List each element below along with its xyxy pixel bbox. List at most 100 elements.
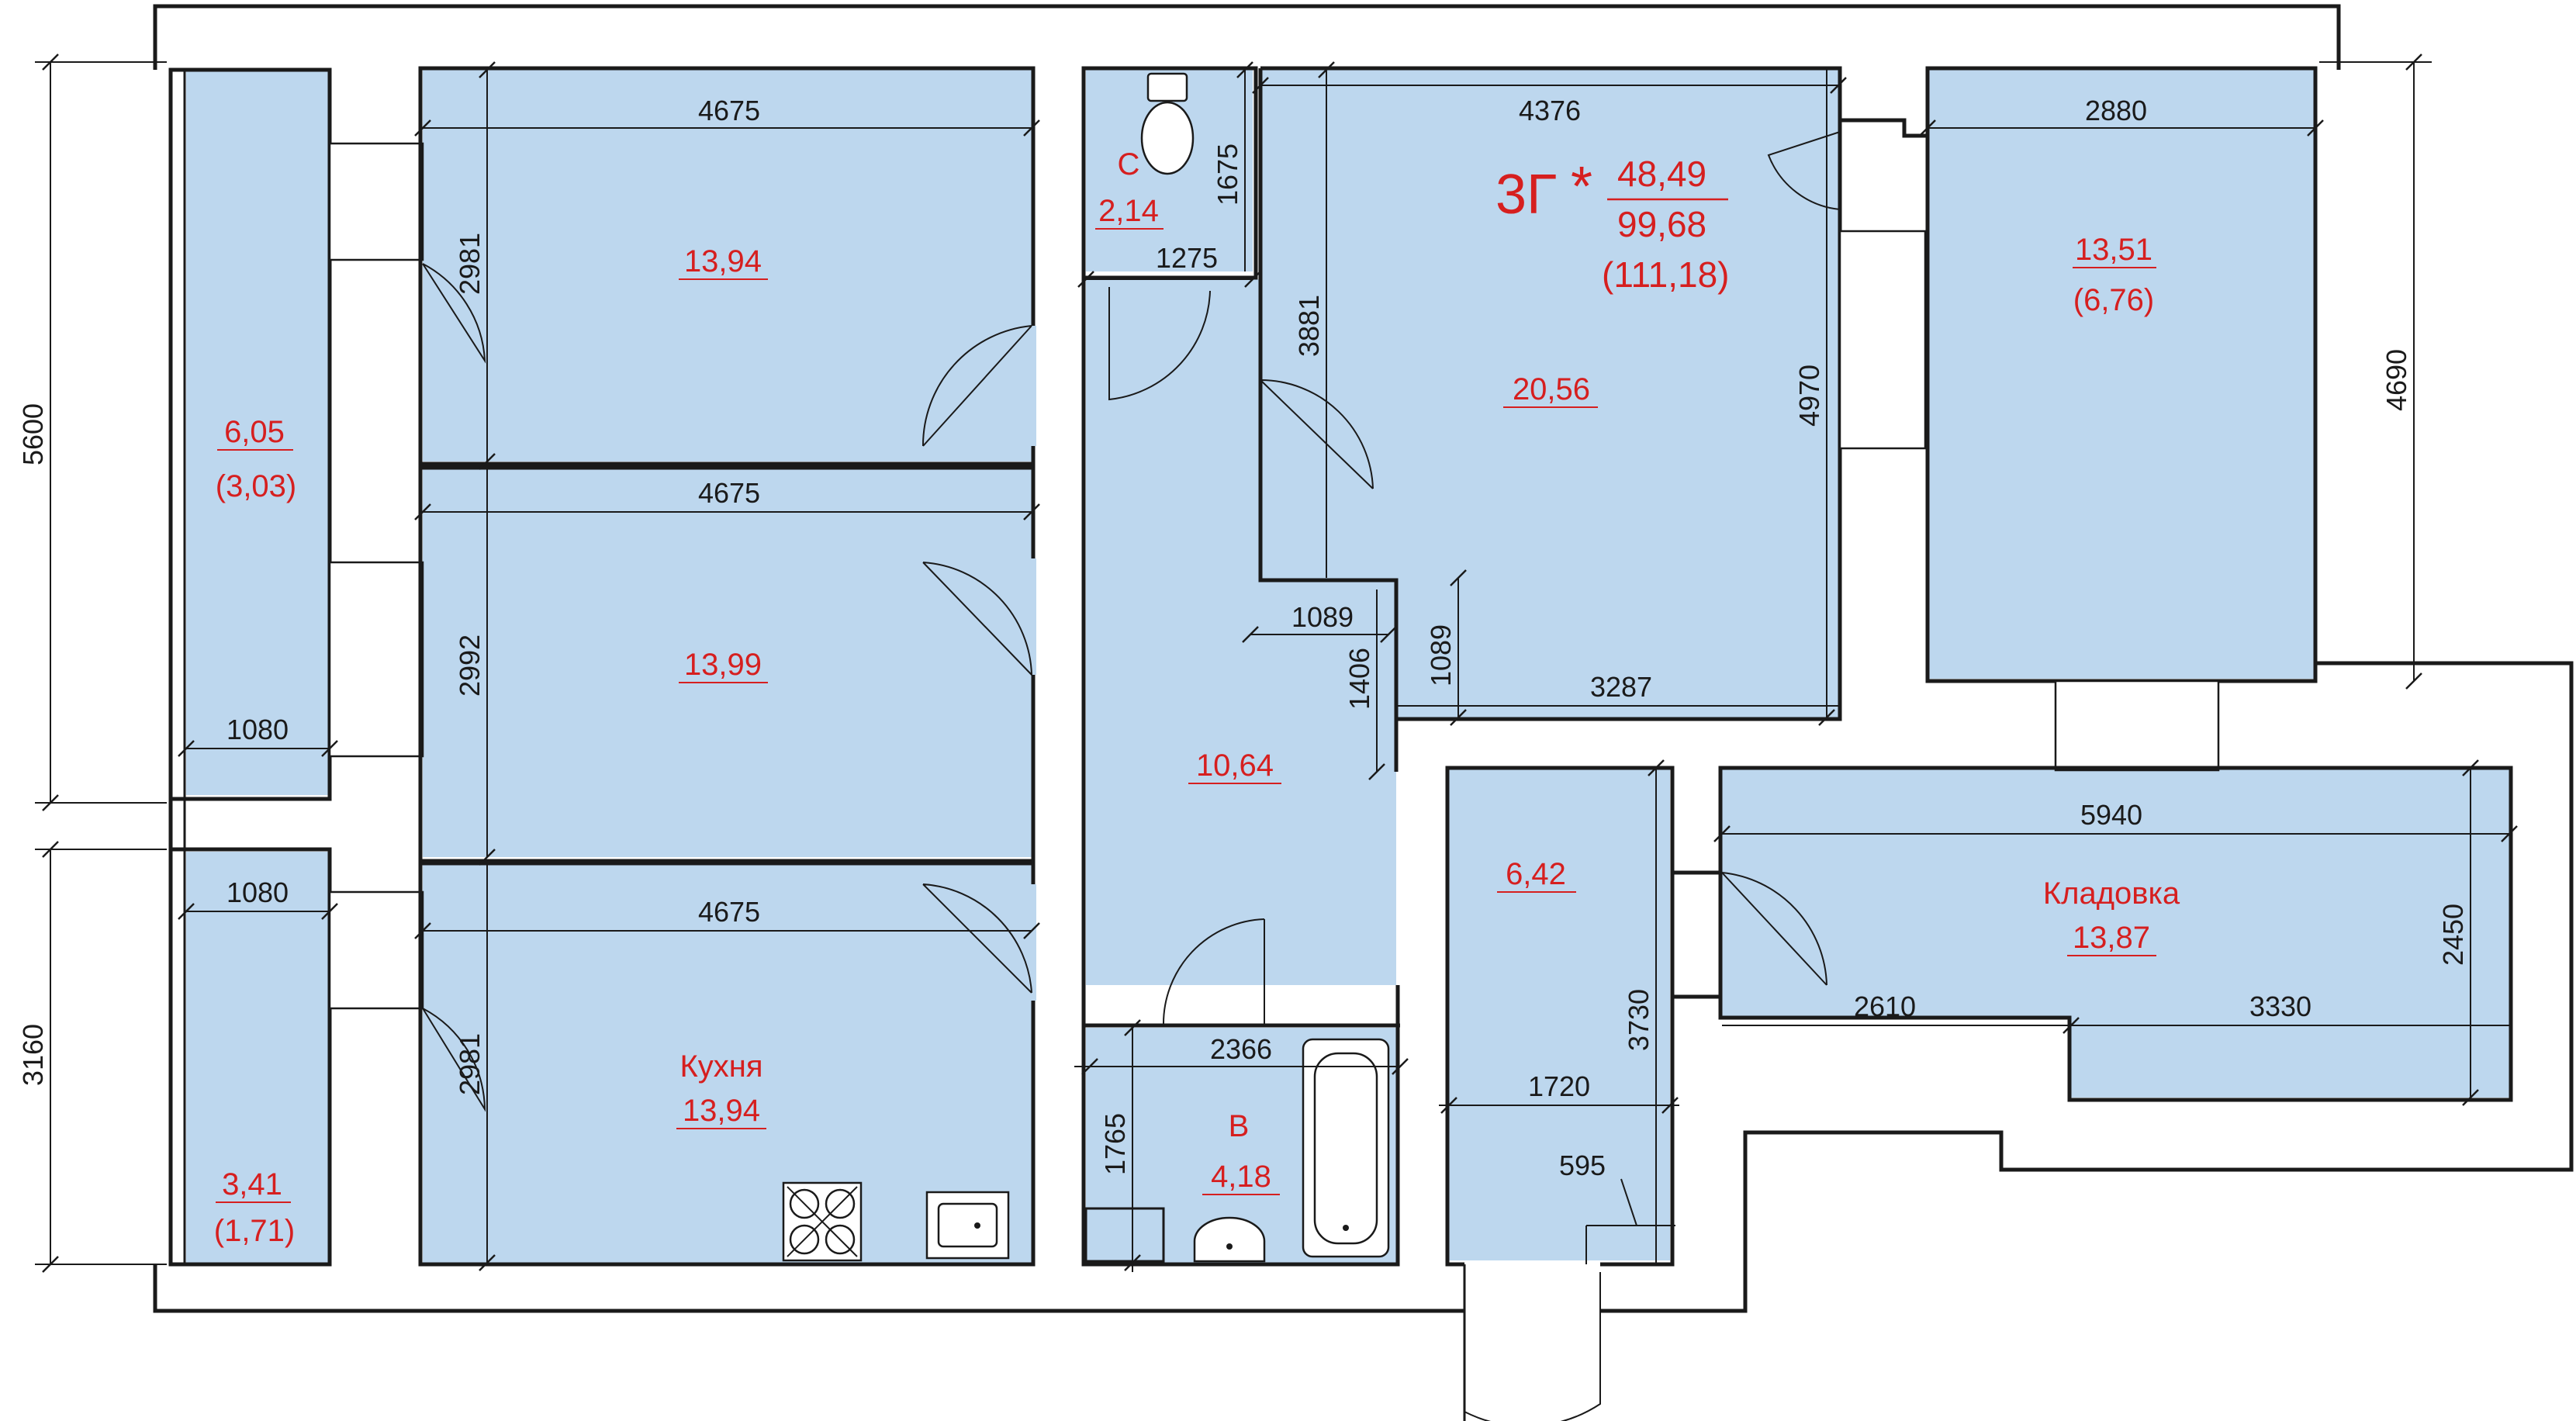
dim-living-width: 4376 (1519, 95, 1581, 126)
dim-left-total-top: 5600 (17, 403, 49, 465)
area-bath: 4,18 (1211, 1160, 1271, 1194)
apartment-living-area: 48,49 (1617, 154, 1706, 194)
wall-living-bedroom-top (1840, 118, 1928, 138)
area-balcony-top: 6,05 (224, 415, 285, 449)
door-gap-room1 (1029, 326, 1036, 446)
hall-fill (1086, 279, 1396, 985)
room1-fill (423, 70, 1032, 462)
washer-icon (1084, 1207, 1165, 1263)
sink-icon (1193, 1216, 1266, 1263)
apartment-total-with-balconies: (111,18) (1602, 254, 1730, 295)
dim-room2-height: 2992 (454, 634, 486, 697)
toilet-outline (1081, 66, 1258, 280)
dim-kitchen-height: 2981 (454, 1033, 486, 1095)
area-bedroom-right: 13,51 (2075, 233, 2152, 267)
dim-room1-width: 4675 (698, 95, 760, 126)
door-swing-toilet (1108, 287, 1211, 401)
door-swing-storage (1721, 872, 1827, 986)
storage-outline (1718, 766, 2513, 1102)
room2-fill (423, 469, 1032, 857)
dim-corridor-height: 3730 (1623, 989, 1655, 1051)
dim-storage-height: 2450 (2437, 904, 2469, 966)
balcony-top-fill (186, 70, 330, 795)
door-swing-kitchen-balcony (422, 1008, 486, 1112)
dimension-lines (35, 54, 2518, 1273)
dim-living-left-height: 3881 (1293, 295, 1325, 357)
area-balcony-bottom: 3,41 (222, 1167, 282, 1201)
kitchen-outline (418, 861, 1036, 1267)
dim-bedroom-width: 2880 (2085, 95, 2147, 126)
dim-toilet-width: 1275 (1156, 242, 1218, 274)
door-swing-room1 (921, 325, 1032, 447)
area-living: 20,56 (1513, 372, 1590, 406)
toilet-name: С (1118, 147, 1140, 182)
room1-outline (418, 66, 1036, 466)
balcony-bottom-outline (168, 847, 332, 1267)
area-balcony-top-sub: (3,03) (216, 469, 297, 503)
door-swing-entry (1464, 1272, 1601, 1421)
door-gap-room2 (1029, 558, 1036, 675)
bathtub-icon (1302, 1038, 1390, 1258)
entry-door-gap (1464, 1260, 1600, 1270)
dim-toilet-height: 1675 (1212, 143, 1243, 206)
window-left-1 (328, 142, 424, 261)
area-labels: 13,94 13,99 Кухня 13,94 6,05 (3,03) 3,41… (214, 147, 2180, 1248)
door-swing-living (1260, 379, 1374, 489)
door-swings (422, 131, 1841, 1421)
kitchen-sink-icon (925, 1191, 1010, 1260)
window-left-2 (328, 561, 424, 758)
dim-storage-bottom-left: 2610 (1854, 991, 1916, 1022)
dim-corridor-width: 1720 (1528, 1070, 1590, 1102)
dim-bath-width: 2366 (1210, 1033, 1272, 1065)
dim-kitchen-width: 4675 (698, 896, 760, 928)
door-swing-bedroom (1767, 131, 1841, 210)
area-kitchen: 13,94 (683, 1094, 760, 1128)
apartment-title: 3Г * 48,49 99,68 (111,18) (1495, 154, 1730, 295)
dim-living-notch-height: 1089 (1425, 624, 1457, 686)
storage-fill (1722, 769, 2509, 1098)
balcony-bottom-fill (186, 852, 330, 1263)
dim-storage-width: 5940 (2080, 799, 2142, 831)
stove-icon (782, 1181, 863, 1262)
walls (153, 4, 2574, 1421)
door-swing-room2 (922, 562, 1032, 676)
dim-balcony-top-width: 1080 (226, 714, 289, 745)
outer-wall-top (153, 4, 2341, 70)
area-room2: 13,99 (684, 648, 762, 682)
area-storage: 13,87 (2073, 921, 2150, 955)
dim-room2-width: 4675 (698, 477, 760, 509)
area-toilet: 2,14 (1098, 194, 1159, 228)
area-corridor: 6,42 (1506, 857, 1566, 891)
window-left-3 (328, 890, 424, 1010)
dim-corridor-small: 595 (1559, 1150, 1606, 1181)
dim-storage-bottom-right: 3330 (2249, 991, 2311, 1022)
door-swing-kitchen (922, 883, 1032, 994)
bath-name: В (1229, 1109, 1250, 1143)
dim-hall-notch-height: 1406 (1343, 648, 1375, 710)
area-bedroom-right-sub: (6,76) (2073, 283, 2155, 317)
dim-living-notch-width: 1089 (1291, 601, 1354, 633)
dimension-labels: 5600 3160 4690 4675 2981 4675 2992 4675 … (17, 95, 2469, 1181)
apartment-marker: * (1571, 156, 1592, 218)
living-fill (1260, 70, 1838, 717)
area-hall: 10,64 (1196, 749, 1274, 783)
door-swing-balcony-top (422, 263, 486, 364)
apartment-code: 3Г (1495, 164, 1557, 226)
dim-living-bottom-width: 3287 (1590, 671, 1652, 703)
dim-living-height: 4970 (1793, 365, 1825, 427)
room-fills (186, 70, 2509, 1263)
dim-right-total: 4690 (2381, 349, 2412, 411)
door-swing-bath (1162, 918, 1265, 1026)
balcony-top-outline (168, 67, 332, 801)
outer-wall-bottom-right (1600, 661, 2574, 1313)
window-living-bedroom (1838, 230, 1927, 450)
corridor-fill (1449, 769, 1670, 1260)
outer-wall-bottom (153, 1264, 1464, 1313)
storage-name: Кладовка (2043, 876, 2180, 911)
dim-room1-height: 2981 (454, 233, 486, 295)
dim-balcony-bottom-width: 1080 (226, 876, 289, 908)
toilet-bowl-icon (1140, 72, 1195, 175)
area-room1: 13,94 (684, 244, 762, 278)
dim-left-total-bottom: 3160 (17, 1024, 49, 1086)
